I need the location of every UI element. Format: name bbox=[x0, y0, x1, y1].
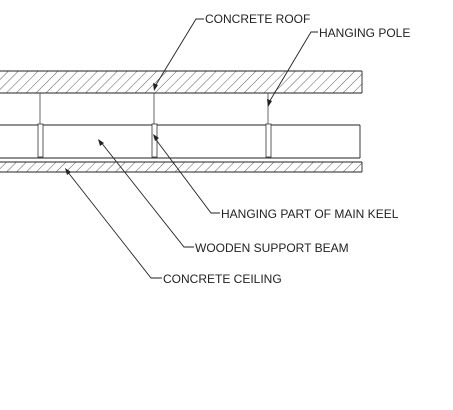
concrete-roof-slab bbox=[0, 70, 363, 94]
concrete-ceiling-slab bbox=[0, 161, 363, 173]
leader-concrete-roof bbox=[153, 18, 204, 91]
leader-hanging-part-of-main-keel bbox=[153, 134, 220, 214]
label-hanging-part-of-main-keel: HANGING PART OF MAIN KEEL bbox=[221, 207, 399, 221]
label-concrete-ceiling: CONCRETE CEILING bbox=[163, 272, 282, 286]
label-hanging-pole: HANGING POLE bbox=[319, 26, 410, 40]
hanging-pole-1 bbox=[37, 93, 44, 158]
leader-hanging-pole bbox=[267, 31, 318, 107]
wooden-support-beam bbox=[0, 124, 361, 159]
label-wooden-support-beam: WOODEN SUPPORT BEAM bbox=[195, 241, 349, 255]
hanging-pole-2 bbox=[151, 93, 158, 158]
label-concrete-roof: CONCRETE ROOF bbox=[205, 12, 310, 26]
hanging-pole-3 bbox=[265, 93, 272, 158]
leader-wooden-support-beam bbox=[98, 139, 194, 248]
leader-concrete-ceiling bbox=[65, 168, 162, 279]
